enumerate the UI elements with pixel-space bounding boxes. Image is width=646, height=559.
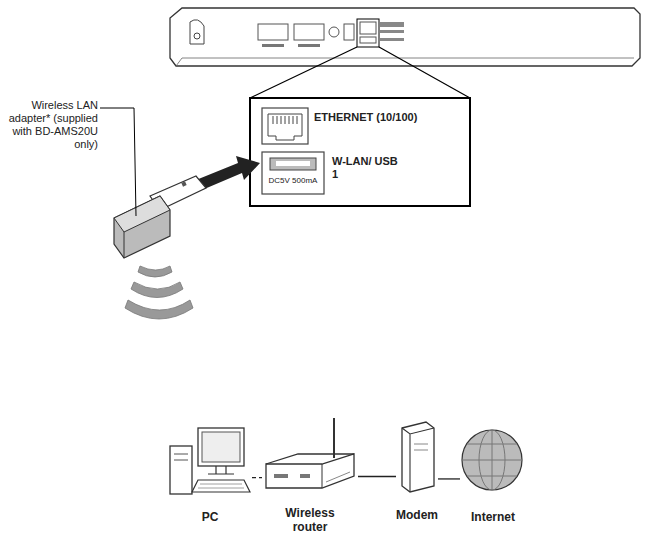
device-icon: Internet	[460, 424, 526, 496]
device-label: Internet	[448, 510, 538, 524]
network-cable	[358, 476, 396, 477]
device-label: Wireless router	[278, 506, 342, 534]
callout-label: Wireless LAN adapter* (supplied with BD-…	[8, 99, 98, 151]
rating-text: DC5V 500mA	[265, 176, 321, 186]
device-drawing	[396, 420, 438, 494]
network-cable	[252, 477, 262, 478]
device-drawing	[168, 424, 252, 496]
device-drawing	[460, 424, 526, 496]
device-icon: Wireless router	[262, 416, 358, 492]
device-icon: Modem	[396, 420, 438, 494]
device-label: Modem	[372, 508, 462, 522]
network-cable	[438, 478, 460, 479]
device-drawing	[262, 416, 358, 492]
device-label: PC	[165, 510, 255, 524]
port-label: ETHERNET (10/100)	[314, 111, 464, 124]
port-label: W-LAN/ USB 1	[332, 155, 402, 181]
device-icon: PC	[168, 424, 252, 496]
